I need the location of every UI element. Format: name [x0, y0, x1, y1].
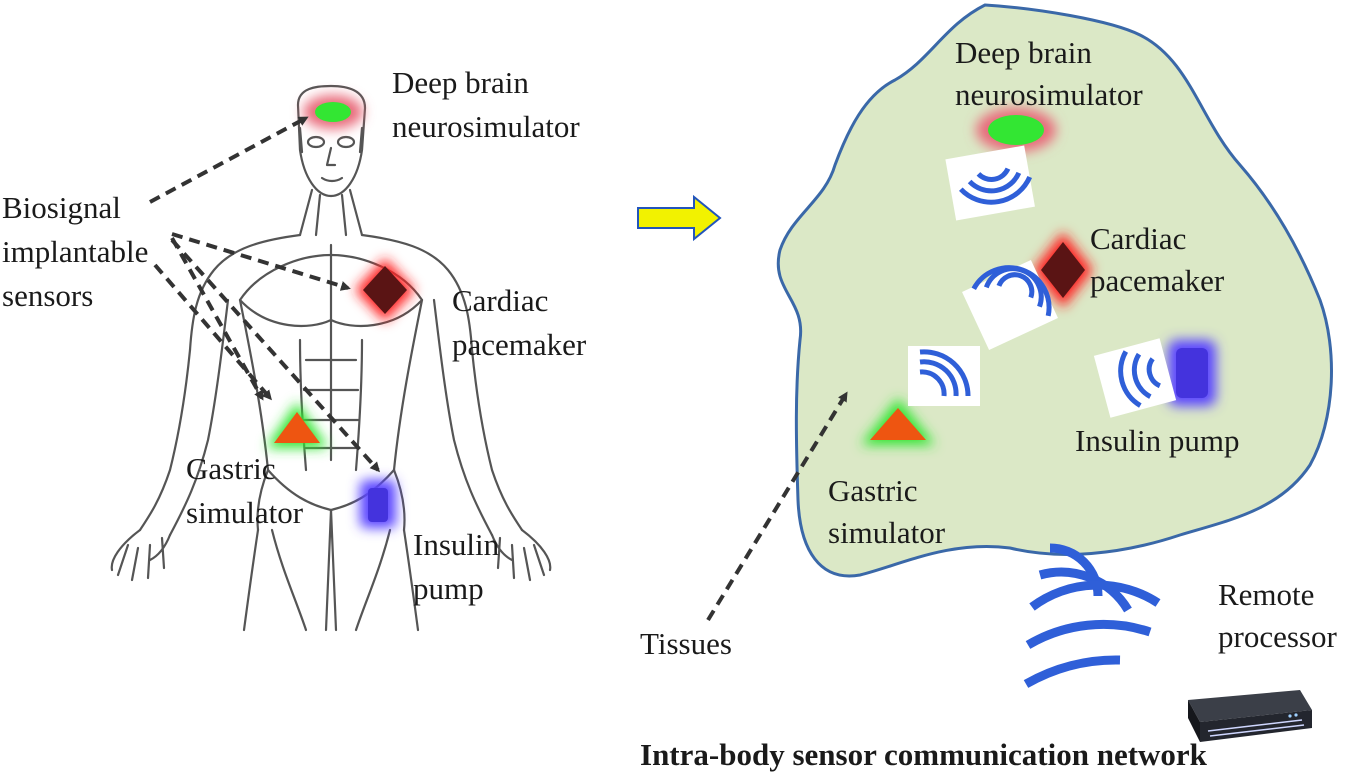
left-gastric-line2: simulator — [186, 495, 304, 530]
cardiac-device-left — [355, 258, 415, 322]
left-insulin-line2: pump — [413, 571, 484, 606]
remote-line1: Remote — [1218, 577, 1315, 612]
biosignal-arrows — [149, 116, 381, 473]
biosignal-line2: implantable — [2, 234, 149, 269]
right-insulin-label: Insulin pump — [1075, 423, 1240, 458]
brain-device-right — [976, 108, 1056, 152]
right-cardiac-line2: pacemaker — [1090, 263, 1225, 298]
left-cardiac-line1: Cardiac — [452, 283, 549, 318]
left-insulin-line1: Insulin — [413, 527, 500, 562]
gastric-device-right — [861, 398, 935, 445]
diagram-caption: Intra-body sensor communication network — [640, 737, 1207, 772]
gastric-device-left — [266, 402, 328, 448]
transition-arrow — [637, 194, 722, 242]
cardiac-device-right — [1033, 232, 1093, 308]
remote-line2: processor — [1218, 619, 1337, 654]
wave-signal-icon-gastric — [908, 346, 980, 406]
right-cardiac-line1: Cardiac — [1090, 221, 1187, 256]
brain-device-left — [303, 95, 363, 129]
right-gastric-line1: Gastric — [828, 473, 918, 508]
biosignal-line1: Biosignal — [2, 190, 121, 225]
left-gastric-line1: Gastric — [186, 451, 276, 486]
remote-processor-device — [1188, 690, 1312, 742]
wave-signal-icon-insulin — [1093, 338, 1177, 418]
human-figure — [110, 84, 552, 632]
biosignal-line3: sensors — [2, 278, 94, 313]
wave-signal-icon-large — [1023, 543, 1161, 688]
tissues-arrow — [706, 391, 848, 622]
right-deep-brain-line2: neurosimulator — [955, 77, 1143, 112]
right-deep-brain-line1: Deep brain — [955, 35, 1092, 70]
left-cardiac-line2: pacemaker — [452, 327, 587, 362]
right-gastric-line2: simulator — [828, 515, 946, 550]
insulin-device-right — [1168, 340, 1216, 406]
insulin-device-left — [360, 480, 396, 528]
left-deep-brain-line1: Deep brain — [392, 65, 529, 100]
left-deep-brain-line2: neurosimulator — [392, 109, 580, 144]
wave-signal-icon-brain — [945, 145, 1035, 221]
wave-signal-icon-cardiac — [962, 259, 1058, 351]
tissues-label: Tissues — [640, 626, 732, 661]
